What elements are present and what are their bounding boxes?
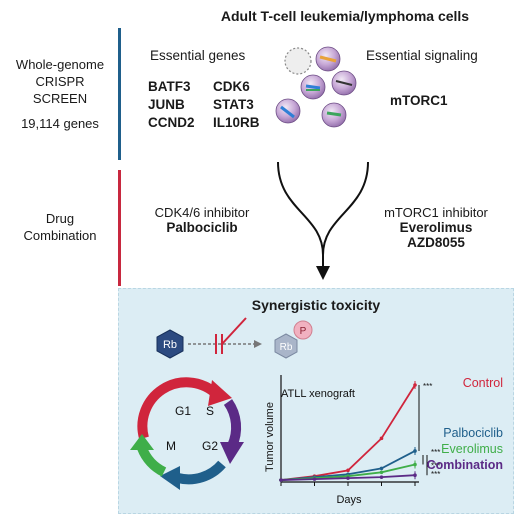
convergence-arrow <box>277 161 369 280</box>
screen-divider <box>118 28 121 160</box>
dead-cell <box>284 47 312 75</box>
figure-title: Adult T-cell leukemia/lymphoma cells <box>220 8 470 24</box>
screen-line: CRISPR <box>35 74 85 89</box>
cell-icon <box>321 102 347 128</box>
rb-left-label: Rb <box>163 339 177 351</box>
data-point <box>379 436 384 441</box>
gene-list-col1: BATF3 JUNB CCND2 <box>148 78 195 132</box>
rb-right-label: Rb <box>280 342 293 353</box>
phase-g1: G1 <box>175 404 191 418</box>
drug-name: Everolimus <box>399 220 473 235</box>
phase-s: S <box>206 404 214 418</box>
atll-cells-illustration <box>275 46 357 128</box>
chart-axes: ************ <box>280 375 440 486</box>
data-point <box>379 470 384 475</box>
mtorc1-label: mTORC1 <box>390 93 448 108</box>
cell-icon <box>275 98 301 124</box>
phospho-label: P <box>300 326 307 337</box>
essential-signaling-heading: Essential signaling <box>366 48 478 63</box>
drug-combination-line: Drug <box>45 211 75 226</box>
data-point <box>279 478 283 482</box>
drug-combination-label: Drug Combination <box>6 210 114 244</box>
y-axis-label: Tumor volume <box>264 402 276 472</box>
drug-divider <box>118 170 121 286</box>
legend-label: Everolimus <box>441 442 503 456</box>
gene-name: IL10RB <box>213 115 260 130</box>
significance-label: *** <box>431 462 440 471</box>
gene-list-col2: CDK6 STAT3 IL10RB <box>213 78 260 132</box>
screen-line: Whole-genome <box>15 57 105 72</box>
gene-name: BATF3 <box>148 79 191 94</box>
cdk46-inhibitor: CDK4/6 inhibitor Palbociclib <box>132 205 272 235</box>
drug-name: AZD8055 <box>407 235 465 250</box>
legend-label: Palbociclib <box>443 426 503 440</box>
essential-genes-heading: Essential genes <box>150 48 246 63</box>
synergy-title: Synergistic toxicity <box>251 297 381 313</box>
rb-phosphorylation-diagram: Rb Rb P <box>156 317 313 359</box>
mtorc1-inhibitor: mTORC1 inhibitor Everolimus AZD8055 <box>366 205 506 250</box>
gene-name: CDK6 <box>213 79 250 94</box>
cell-icon <box>300 74 326 100</box>
legend-label: Control <box>463 376 503 390</box>
cell-icon <box>315 46 341 72</box>
phase-m: M <box>166 439 176 453</box>
cell-icon <box>331 70 357 96</box>
x-axis-label: Days <box>336 494 362 506</box>
data-point <box>379 475 384 479</box>
data-point <box>346 476 350 480</box>
screen-label: Whole-genome CRISPR SCREEN 19,114 genes <box>6 56 114 132</box>
phase-g2: G2 <box>202 439 218 453</box>
significance-label: *** <box>431 470 440 479</box>
gene-count: 19,114 genes <box>21 116 99 131</box>
data-point <box>379 466 384 471</box>
inhibitor-label: CDK4/6 inhibitor <box>154 205 250 220</box>
significance-label: *** <box>431 448 440 457</box>
chart-title: ATLL xenograft <box>281 388 355 400</box>
data-point <box>346 468 350 473</box>
data-point <box>312 477 317 481</box>
inhibitor-label: mTORC1 inhibitor <box>384 205 488 220</box>
drug-combination-line: Combination <box>23 228 97 243</box>
significance-label: *** <box>423 382 432 391</box>
cell-cycle-diagram: G1 S G2 M <box>130 377 244 490</box>
drug-name: Palbociclib <box>166 220 238 235</box>
legend-label: Combination <box>427 458 503 472</box>
gene-name: STAT3 <box>213 97 254 112</box>
screen-line: SCREEN <box>32 91 88 106</box>
gene-name: JUNB <box>148 97 185 112</box>
tumor-volume-chart: ************ ControlPalbociclibEverolimu… <box>264 375 503 506</box>
gene-name: CCND2 <box>148 115 195 130</box>
